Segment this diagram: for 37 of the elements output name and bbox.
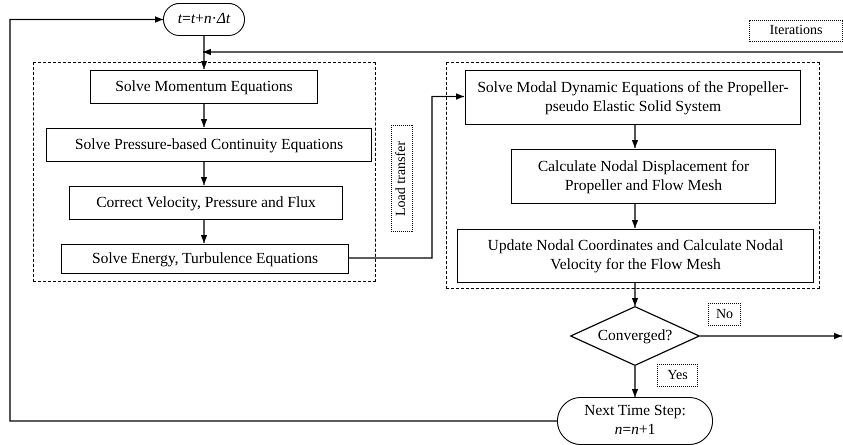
process-box bbox=[61, 244, 349, 274]
process-box bbox=[457, 229, 814, 283]
arrow bbox=[632, 124, 638, 148]
edge-label: Iterations bbox=[749, 20, 843, 42]
arrow bbox=[632, 203, 638, 228]
arrow bbox=[632, 282, 638, 306]
node-text: Update Nodal Coordinates and Calculate Nodal Velocity for the Flow Mesh bbox=[486, 237, 784, 275]
dashed-group-frame bbox=[33, 62, 376, 282]
process-box bbox=[69, 186, 343, 220]
process-box bbox=[46, 128, 372, 162]
process-box bbox=[465, 70, 801, 125]
arrow bbox=[348, 93, 464, 259]
terminal-box bbox=[557, 397, 713, 445]
edge-label: Yes bbox=[657, 364, 698, 387]
edge-label: Load transfer bbox=[391, 125, 413, 232]
arrow bbox=[200, 161, 208, 185]
node-text: Solve Pressure-based Continuity Equations bbox=[74, 136, 344, 154]
node-text: Solve Momentum Equations bbox=[115, 78, 293, 96]
node-text: Converged? bbox=[598, 327, 672, 345]
node-text: Correct Velocity, Pressure and Flux bbox=[96, 194, 316, 212]
node-text: Next Time Step: n=n+1 bbox=[583, 402, 687, 440]
process-box bbox=[90, 70, 318, 104]
dashed-group-frame bbox=[446, 62, 820, 289]
arrow bbox=[200, 103, 208, 127]
arrow bbox=[632, 366, 638, 397]
terminal-box bbox=[163, 3, 245, 36]
node-text: t=t+n·Δt bbox=[178, 10, 230, 29]
arrow bbox=[200, 36, 208, 69]
arrow bbox=[200, 219, 208, 243]
arrow bbox=[700, 332, 842, 340]
process-box bbox=[511, 149, 776, 204]
arrow bbox=[203, 48, 843, 56]
node-text: Solve Modal Dynamic Equations of the Propeller-pseudo Elastic Solid System bbox=[476, 78, 790, 116]
arrow bbox=[9, 16, 557, 422]
edge-label: No bbox=[708, 303, 741, 326]
node-text: Calculate Nodal Displacement for Propeller and Flow Mesh bbox=[536, 158, 750, 196]
node-text: Solve Energy, Turbulence Equations bbox=[92, 250, 318, 268]
